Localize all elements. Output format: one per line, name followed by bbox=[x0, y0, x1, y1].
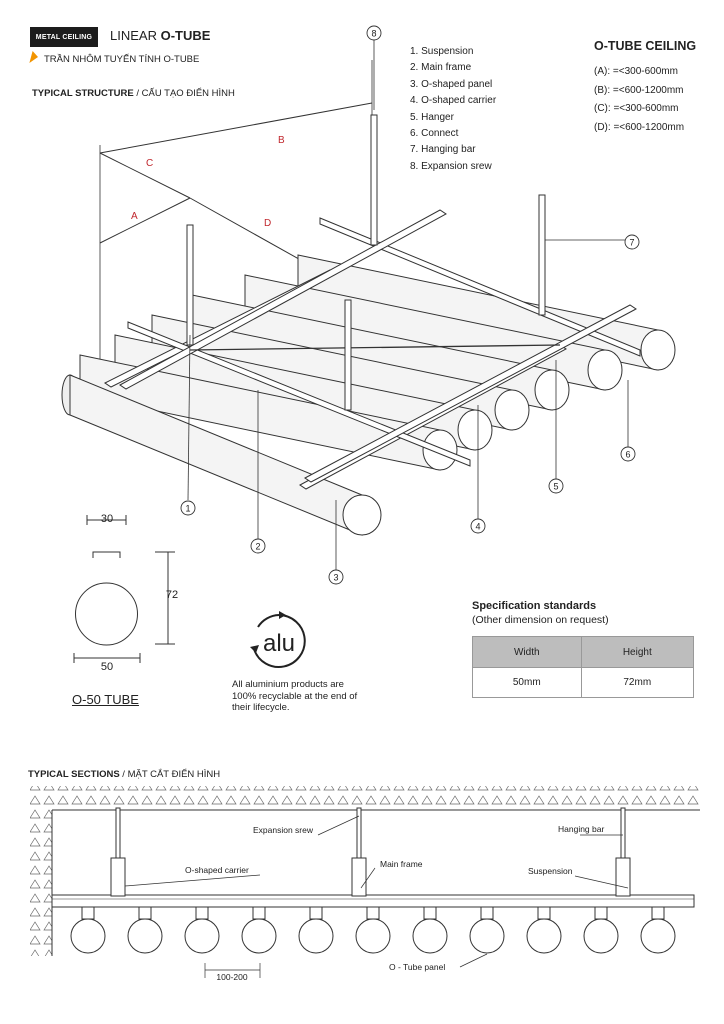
callout-5: 5 bbox=[548, 478, 564, 494]
isometric-structure-drawing: C A B D bbox=[61, 25, 676, 585]
legend-item: 6. Connect bbox=[410, 128, 459, 140]
profile-dim-height: 72 bbox=[166, 589, 178, 601]
callout-7: 7 bbox=[624, 234, 640, 250]
spec-subtitle: (Other dimension on request) bbox=[472, 614, 609, 626]
svg-text:4: 4 bbox=[475, 522, 480, 532]
concrete-slab bbox=[30, 786, 700, 956]
o-tube-panel bbox=[412, 906, 448, 954]
spec-table: Width Height 50mm 72mm bbox=[472, 636, 695, 698]
svg-text:7: 7 bbox=[629, 238, 634, 248]
tube-panel bbox=[61, 374, 382, 536]
svg-text:2: 2 bbox=[255, 542, 260, 552]
dim-letter-c: C bbox=[146, 158, 153, 169]
label-expansion-srew: Expansion srew bbox=[253, 825, 314, 835]
legend-item: 8. Expansion srew bbox=[410, 160, 492, 172]
dimension-item: (D): =<600-1200mm bbox=[594, 121, 685, 133]
tube-caption: O-50 TUBE bbox=[72, 692, 139, 707]
o-tube-panel bbox=[184, 906, 220, 954]
dimension-item: (C): =<300-600mm bbox=[594, 103, 679, 114]
table-header: Height bbox=[580, 636, 695, 668]
recycle-logo: alu bbox=[250, 611, 306, 668]
callout-3: 3 bbox=[328, 569, 344, 585]
page-title: LINEAR O-TUBE bbox=[110, 28, 211, 43]
hanger-right bbox=[615, 807, 631, 897]
o-tube-panel bbox=[469, 906, 505, 954]
o-tube-ceiling-title: O-TUBE CEILING bbox=[594, 39, 697, 53]
legend-item: 5. Hanger bbox=[410, 111, 454, 123]
o-shaped-carrier bbox=[127, 321, 471, 467]
main-frame-rail bbox=[51, 894, 695, 908]
dim-letter-a: A bbox=[131, 211, 138, 222]
main-frame bbox=[119, 209, 447, 390]
category-badge: METAL CEILING bbox=[30, 27, 98, 47]
label-main-frame: Main frame bbox=[380, 859, 423, 869]
o-tube-ceiling-dimensions: (A): =<300-600mm (B): =<600-1200mm (C): … bbox=[594, 63, 684, 137]
callout-4: 4 bbox=[470, 518, 486, 534]
profile-dim-top: 30 bbox=[101, 513, 113, 525]
recycle-text: All aluminium products are 100% recyclab… bbox=[232, 679, 358, 713]
legend-item: 3. O-shaped panel bbox=[410, 78, 493, 90]
dim-letter-b: B bbox=[278, 135, 285, 146]
section-drawing: Expansion srew Hanging bar Main frame O-… bbox=[30, 786, 700, 982]
table-header: Width bbox=[472, 636, 582, 668]
main-frame bbox=[304, 304, 637, 483]
hanger-rod bbox=[186, 224, 194, 346]
label-suspension: Suspension bbox=[528, 866, 573, 876]
recycle-arrow-icon bbox=[279, 611, 286, 619]
parts-legend: 1. Suspension 2. Main frame 3. O-shaped … bbox=[410, 44, 496, 175]
legend-item: 4. O-shaped carrier bbox=[410, 95, 497, 107]
label-o-tube-panel: O - Tube panel bbox=[389, 962, 445, 972]
tube-panel bbox=[244, 274, 623, 391]
table-cell: 72mm bbox=[580, 667, 695, 698]
callout-6: 6 bbox=[620, 446, 636, 462]
o-tube-panel bbox=[70, 906, 106, 954]
o-tube-panel bbox=[583, 906, 619, 954]
o-tube-panel bbox=[241, 906, 277, 954]
hanger-left bbox=[110, 807, 126, 897]
svg-text:5: 5 bbox=[553, 482, 558, 492]
o-tube-panel bbox=[526, 906, 562, 954]
svg-text:alu: alu bbox=[263, 630, 295, 657]
svg-text:8: 8 bbox=[371, 29, 376, 39]
table-row: 50mm 72mm bbox=[472, 667, 695, 698]
label-spacing: 100-200 bbox=[216, 972, 247, 982]
hanger-rod bbox=[344, 299, 352, 411]
sections-title: TYPICAL SECTIONS / MẶT CẮT ĐIỂN HÌNH bbox=[28, 769, 221, 780]
dim-letter-d: D bbox=[264, 218, 271, 229]
table-cell: 50mm bbox=[472, 667, 582, 698]
legend-item: 1. Suspension bbox=[410, 46, 474, 57]
tube-profile-drawing: 30 72 50 bbox=[73, 513, 178, 673]
structure-section-title: TYPICAL STRUCTURE / CẤU TẠO ĐIỂN HÌNH bbox=[32, 88, 235, 99]
dimension-item: (A): =<300-600mm bbox=[594, 66, 678, 77]
callout-8: 8 bbox=[366, 25, 382, 41]
dimension-item: (B): =<600-1200mm bbox=[594, 84, 684, 96]
hanger-middle bbox=[351, 807, 367, 897]
svg-text:3: 3 bbox=[333, 573, 338, 583]
page-subtitle: TRẦN NHÔM TUYẾN TÍNH O-TUBE bbox=[44, 54, 200, 65]
hanger-rod bbox=[538, 194, 546, 316]
spec-title: Specification standards bbox=[472, 600, 597, 612]
legend-item: 2. Main frame bbox=[410, 62, 472, 74]
legend-item: 7. Hanging bar bbox=[410, 144, 476, 156]
svg-text:6: 6 bbox=[625, 450, 630, 460]
label-o-shaped-carrier: O-shaped carrier bbox=[185, 865, 249, 875]
profile-dim-width: 50 bbox=[101, 661, 113, 673]
svg-text:1: 1 bbox=[185, 504, 190, 514]
o-tube-panel bbox=[127, 906, 163, 954]
callout-1: 1 bbox=[180, 500, 196, 516]
table-header-row: Width Height bbox=[472, 636, 695, 668]
hanger-rod bbox=[370, 114, 378, 246]
label-hanging-bar: Hanging bar bbox=[558, 824, 604, 834]
o-tube-panel bbox=[355, 906, 391, 954]
recycle-arrow-icon bbox=[250, 645, 259, 653]
o-tube-panel bbox=[298, 906, 334, 954]
o-shaped-carrier bbox=[319, 217, 641, 357]
o-tube-panel bbox=[640, 906, 676, 954]
callout-2: 2 bbox=[250, 538, 266, 554]
